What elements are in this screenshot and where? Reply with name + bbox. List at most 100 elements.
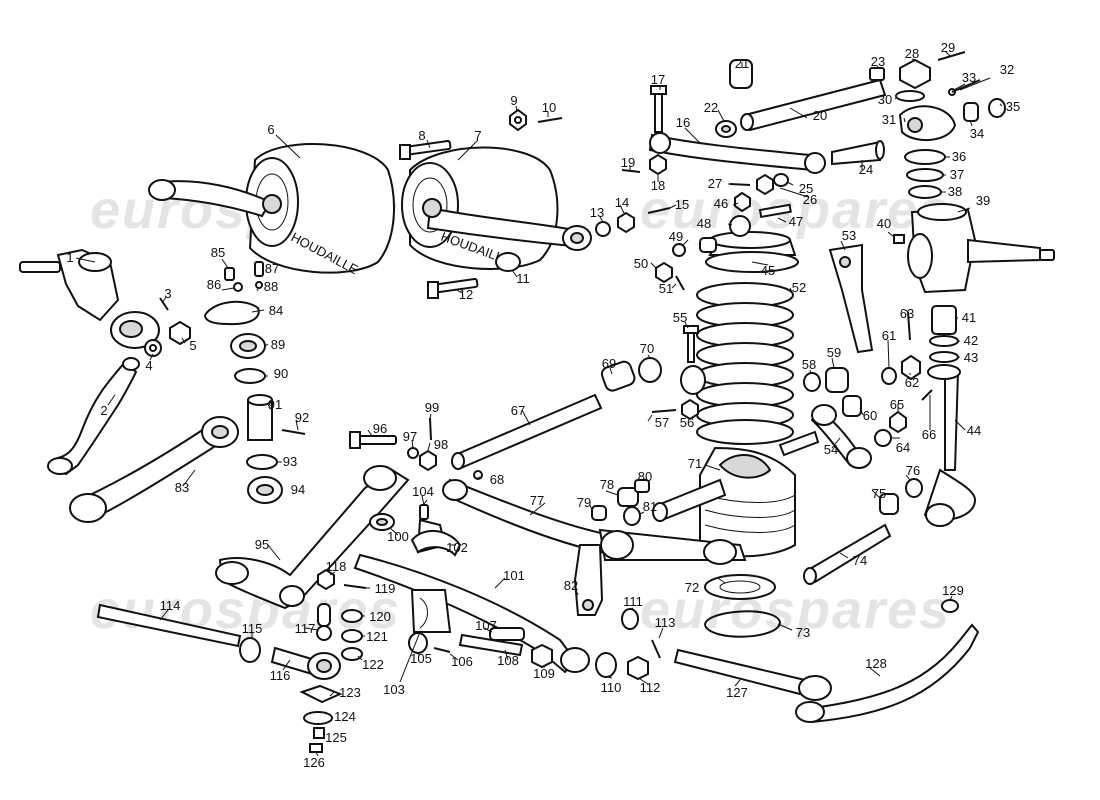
callout-108: 108 xyxy=(497,653,519,668)
callout-15: 15 xyxy=(675,197,689,212)
callout-87: 87 xyxy=(265,261,279,276)
callout-90: 90 xyxy=(274,366,288,381)
callout-116: 116 xyxy=(270,668,291,683)
parts-drawings: HOUDAILLE HOUDAILLE xyxy=(19,51,1055,753)
callout-60: 60 xyxy=(863,408,877,423)
callout-117: 117 xyxy=(295,621,316,636)
callout-111: 111 xyxy=(623,594,643,609)
callout-35: 35 xyxy=(1006,99,1020,114)
callout-5: 5 xyxy=(189,338,196,353)
callout-29: 29 xyxy=(941,40,955,55)
callout-34: 34 xyxy=(970,126,984,141)
callout-93: 93 xyxy=(283,454,297,469)
callout-124: 124 xyxy=(334,709,356,724)
callout-129: 129 xyxy=(942,583,964,598)
callout-41: 41 xyxy=(962,310,976,325)
callout-51: 51 xyxy=(659,281,673,296)
callout-113: 113 xyxy=(655,615,676,630)
callout-85: 85 xyxy=(211,245,225,260)
callout-25: 25 xyxy=(799,181,813,196)
callout-105: 105 xyxy=(410,651,432,666)
callout-16: 16 xyxy=(676,115,690,130)
callout-6: 6 xyxy=(267,122,274,137)
callout-70: 70 xyxy=(640,341,654,356)
callout-95: 95 xyxy=(255,537,269,552)
callout-17: 17 xyxy=(651,72,665,87)
callout-91: 91 xyxy=(268,397,282,412)
callout-94: 94 xyxy=(291,482,305,497)
callout-73: 73 xyxy=(796,625,810,640)
callout-44: 44 xyxy=(967,423,981,438)
callout-92: 92 xyxy=(295,410,309,425)
callout-54: 54 xyxy=(824,442,838,457)
callout-10: 10 xyxy=(542,100,556,115)
callout-47: 47 xyxy=(789,214,803,229)
part-2-steering-arm xyxy=(47,357,140,476)
callout-4: 4 xyxy=(145,358,152,373)
callout-102: 102 xyxy=(446,540,468,555)
callout-63: 63 xyxy=(900,306,914,321)
callout-64: 64 xyxy=(896,440,910,455)
callout-labels: 1 2 3 4 5 6 7 8 9 10 11 12 13 14 15 16 1… xyxy=(66,40,1020,770)
callout-59: 59 xyxy=(827,345,841,360)
part-95-bell-crank xyxy=(215,465,410,610)
callout-75: 75 xyxy=(872,486,886,501)
watermark-top-right: eurospares xyxy=(640,180,951,240)
callout-76: 76 xyxy=(906,463,920,478)
callout-13: 13 xyxy=(590,205,604,220)
callout-32: 32 xyxy=(1000,62,1014,77)
callout-99: 99 xyxy=(425,400,439,415)
callout-12: 12 xyxy=(459,287,473,302)
callout-53: 53 xyxy=(842,228,856,243)
callout-119: 119 xyxy=(375,581,396,596)
callout-110: 110 xyxy=(601,680,622,695)
part-52-coil-spring xyxy=(696,282,794,445)
callout-115: 115 xyxy=(242,621,263,636)
callout-69: 69 xyxy=(602,356,616,371)
callout-38: 38 xyxy=(948,184,962,199)
callout-55: 55 xyxy=(673,310,687,325)
callout-89: 89 xyxy=(271,337,285,352)
callout-46: 46 xyxy=(714,196,728,211)
callout-101: 101 xyxy=(503,568,525,583)
callout-83: 83 xyxy=(175,480,189,495)
callout-40: 40 xyxy=(877,216,891,231)
callout-28: 28 xyxy=(905,46,919,61)
callout-9: 9 xyxy=(510,93,517,108)
callout-43: 43 xyxy=(964,350,978,365)
callout-21: 21 xyxy=(735,56,749,71)
callout-128: 128 xyxy=(865,656,887,671)
callout-112: 112 xyxy=(640,680,661,695)
callout-123: 123 xyxy=(339,685,361,700)
callout-48: 48 xyxy=(697,216,711,231)
callout-109: 109 xyxy=(533,666,555,681)
callout-106: 106 xyxy=(451,654,473,669)
callout-107: 107 xyxy=(475,618,497,633)
callout-1: 1 xyxy=(66,250,73,265)
callout-122: 122 xyxy=(362,657,384,672)
callout-72: 72 xyxy=(685,580,699,595)
callout-78: 78 xyxy=(600,477,614,492)
callout-127: 127 xyxy=(726,685,748,700)
callout-118: 118 xyxy=(326,559,347,574)
callout-86: 86 xyxy=(207,277,221,292)
callout-49: 49 xyxy=(669,229,683,244)
callout-82: 82 xyxy=(564,578,578,593)
callout-97: 97 xyxy=(403,429,417,444)
callout-80: 80 xyxy=(638,469,652,484)
part-7-lever-damper: HOUDAILLE xyxy=(401,146,592,270)
callout-68: 68 xyxy=(490,472,504,487)
callout-7: 7 xyxy=(474,128,481,143)
callout-61: 61 xyxy=(882,328,896,343)
callout-52: 52 xyxy=(792,280,806,295)
callout-81: 81 xyxy=(643,499,657,514)
callout-96: 96 xyxy=(373,421,387,436)
callout-74: 74 xyxy=(853,553,867,568)
part-6-lever-damper: HOUDAILLE xyxy=(148,143,395,277)
callout-39: 39 xyxy=(976,193,990,208)
callout-11: 11 xyxy=(516,271,530,286)
watermark-bottom-right: eurospares xyxy=(640,580,951,640)
callout-66: 66 xyxy=(922,427,936,442)
callout-65: 65 xyxy=(890,397,904,412)
